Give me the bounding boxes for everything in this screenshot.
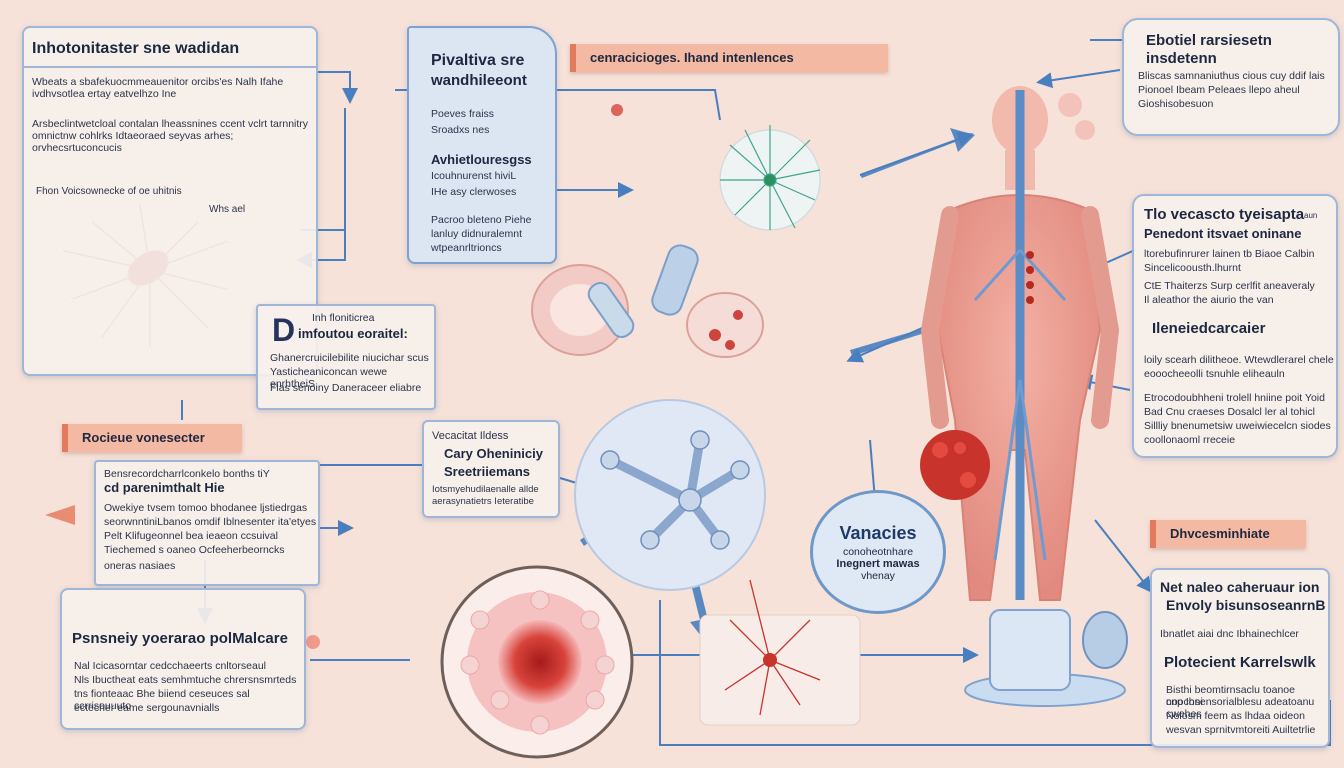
panel-line: wtpeanrltrioncs <box>431 242 502 254</box>
cell-cluster-bottom <box>440 565 634 759</box>
panel-line: Sillliy bnenumetsiw uweiwiecelcn siodes <box>1144 420 1331 432</box>
panel-line: seorwnntiniLbanos omdif Iblnesenter ita'… <box>104 516 317 528</box>
panel-line: Bensrecordcharrlconkelo bonths tiY <box>104 468 270 480</box>
organ-center <box>531 104 764 358</box>
panel-line: Icouhnurenst hiviL <box>431 170 517 182</box>
panel-line: wesvan sprnitvmtoreiti Auiltetrlie <box>1166 724 1316 736</box>
circle-label: Vanacies conoheotnhare Inegnert mawas vh… <box>810 490 946 614</box>
circle-line: Inegnert mawas <box>836 558 920 570</box>
panel-heading: Avhietlouresgss <box>431 152 532 167</box>
panel-line: Nal Icicasorntar cedcchaeerts cnltorseau… <box>74 660 267 672</box>
panel-line: Sroadxs nes <box>431 124 490 136</box>
panel-line: Gioshisobesuon <box>1138 98 1214 110</box>
image-caption: Fhon Voicsownecke of oe uhitnis <box>36 186 182 197</box>
left-ribbon: Rocieue vonesecter <box>62 424 242 452</box>
panel-line: Iotsmyehudilaenalle allde <box>432 484 539 495</box>
panel-para: Wbeats a sbafekuocmmeauenitor orcibs'es … <box>32 76 284 100</box>
circle-line: conoheotnhare <box>842 546 914 558</box>
panel-line: Nls Ibuctheat eats semhmtuche chrersnsmr… <box>74 674 297 686</box>
left-mid-panel: Bensrecordcharrlconkelo bonths tiY cd pa… <box>94 460 320 586</box>
panel-subtitle: wandhileeont <box>431 72 527 89</box>
decor-dot <box>306 635 320 649</box>
neuron-bottom <box>699 579 861 726</box>
panel-line: Pacroo bleteno Piehe <box>431 214 532 226</box>
panel-line: Pionoel Ibeam Peleaes llepo aheul <box>1138 84 1300 96</box>
panel-line: Tiechemed s oaneo Ocfeeherbeorncks <box>104 544 285 556</box>
panel-line: cnp Ihsensorialblesu adeatoanu cwehes <box>1166 696 1315 720</box>
drop-cap-letter: D <box>272 312 296 348</box>
panel-line: Owekiye tvsem tomoo bhodanee ljstiedrgas <box>104 502 308 514</box>
top-right-panel: Ebotiel rarsiesetn insdetenn Bliscas sam… <box>1122 18 1340 136</box>
panel-heading: Penedont itsvaet oninane <box>1144 226 1302 241</box>
center-small-panel: Vecacitat Ildess Cary Oheniniciy Sreetri… <box>422 420 560 518</box>
panel-heading: Cary Oheniniciy <box>444 446 543 461</box>
panel-line: Bisthi beomtirnsaclu toanoe nooconi <box>1166 684 1295 708</box>
neuron-cluster-top <box>719 125 821 231</box>
panel-line: lanluy didnuralemnt <box>431 228 523 240</box>
panel-line: coollonaoml rreceie <box>1144 434 1236 446</box>
human-figure <box>920 86 1120 601</box>
bottom-right-panel: Net naleo caheruaur ion Envoly bisunsose… <box>1150 568 1330 748</box>
panel-line: ltorebufinrurer lainen tb Biaoe Calbin <box>1144 248 1315 260</box>
panel-title: Psnsneiy yoerarao polMalcare <box>72 630 288 647</box>
panel-title: Tlo vecascto tyeisapta <box>1144 206 1305 223</box>
panel-line: loily scearh dilitheoe. Wtewdlerarel che… <box>1144 354 1334 366</box>
panel-title: Net naleo caheruaur ion <box>1160 579 1320 595</box>
medical-device <box>964 609 1128 707</box>
panel-heading: cd parenimthalt Hie <box>104 480 225 495</box>
panel-line: Il aleathor the aiurio the van <box>1144 294 1274 306</box>
blue-info-panel: Pivaltiva sre wandhileeont Poeves fraiss… <box>407 26 557 264</box>
panel-line: Bad Cnu craeses Dosalcl ler al tohicl <box>1144 406 1315 418</box>
right-panel: Tlo vecascto tyeisapta aun Penedont itsv… <box>1132 194 1338 458</box>
panel-line: Sincelicoousth.lhurnt <box>1144 262 1241 274</box>
panel-line: Ibnatlet aiai dnc Ibhainechlcer <box>1160 628 1299 640</box>
panel-heading: Ileneiedcarcaier <box>1152 320 1266 337</box>
panel-line: Ghanercruicilebilite niucichar scus <box>270 352 429 364</box>
panel-line: ectecher eame sergounavnialls <box>74 702 220 714</box>
panel-line: Flas senoiny Daneraceer eliabre <box>270 382 422 394</box>
panel-heading: imfoutou eoraitel: <box>298 326 408 341</box>
panel-line: Nolosm feem as lhdaa oideon <box>1166 710 1305 722</box>
panel-line: oneras nasiaes <box>104 560 176 572</box>
right-ribbon: Dhvcesminhiate <box>1150 520 1306 548</box>
panel-line: Inh floniticrea <box>312 312 375 324</box>
panel-line: Bliscas samnaniuthus cious cuy ddif lais <box>1138 70 1325 82</box>
panel-title: Inhotonitaster sne wadidan <box>32 40 240 57</box>
circle-title: Vanacies <box>839 523 917 543</box>
panel-line: Yasticheaniconcan wewe enrhtheiS <box>270 366 388 390</box>
panel-line: aerasynatietrs Ieteratibe <box>432 496 534 507</box>
panel-line: Pelt Klifugeonnel bea ieaeon ccsuival <box>104 530 278 542</box>
panel-heading: Plotecient Karrelswlk <box>1164 654 1316 671</box>
panel-subtitle: Envoly bisunsoseanrnB <box>1166 597 1326 613</box>
d-panel: D Inh floniticrea imfoutou eoraitel: Gha… <box>256 304 436 410</box>
panel-title: Pivaltiva sre <box>431 52 525 69</box>
panel-line: Etrocodoubhheni trolell hniine poit Yoid <box>1144 392 1325 404</box>
image-label: Whs ael <box>209 204 246 215</box>
bottom-left-panel: Psnsneiy yoerarao polMalcare Nal Icicaso… <box>60 588 306 730</box>
panel-heading: Sreetriiemans <box>444 464 530 479</box>
panel-title-note: aun <box>1304 211 1318 220</box>
panel-line: tns fionteaac Bhe biiend ceseuces sal cc… <box>74 688 250 712</box>
panel-title: Ebotiel rarsiesetn insdetenn <box>1146 32 1272 67</box>
decor-arrow-left <box>45 505 75 525</box>
molecule-circle <box>574 399 766 591</box>
panel-line: IHe asy clerwoses <box>431 186 517 198</box>
panel-line: CtE Thaiterzs Surp cerlfit aneaveraly <box>1144 280 1315 292</box>
circle-line: vhenay <box>861 570 895 582</box>
panel-line: Vecacitat Ildess <box>432 430 509 442</box>
panel-para: Arsbeclintwetcloal contalan lheassnines … <box>32 118 309 154</box>
panel-line: eooocheeolli tsnuhle eliheauln <box>1144 368 1285 380</box>
top-center-ribbon: cenracicioges. Ihand intenlences <box>570 44 888 72</box>
panel-line: Poeves fraiss <box>431 108 495 120</box>
divider <box>24 66 316 68</box>
